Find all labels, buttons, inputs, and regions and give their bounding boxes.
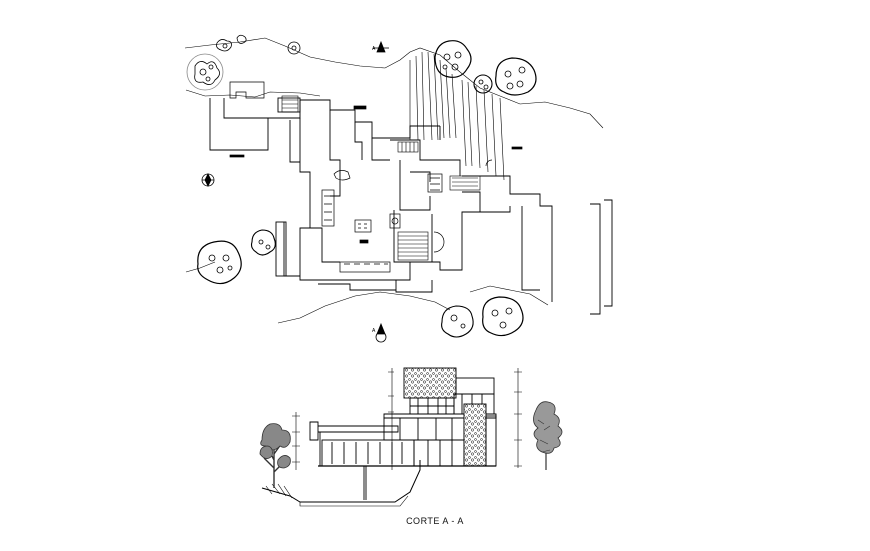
tree-icon	[216, 39, 232, 52]
level-markers	[292, 368, 522, 470]
ground-line	[261, 460, 421, 503]
floor-plan: A A	[184, 34, 613, 343]
terrain-contours	[184, 37, 604, 324]
tree-icon	[473, 74, 493, 94]
section-a-a	[259, 367, 563, 507]
section-marker-label-bottom: A	[372, 328, 376, 334]
tree-icon	[250, 229, 276, 256]
section-marker-label-top: A	[372, 46, 376, 52]
rock-hatch	[265, 483, 293, 499]
tree-icon	[259, 423, 291, 488]
section-caption: CORTE A - A	[406, 516, 464, 526]
plan-walls	[209, 97, 613, 315]
tree-icon	[186, 53, 224, 91]
section-building	[309, 367, 497, 500]
tree-icon	[482, 296, 524, 337]
tree-icon	[287, 41, 301, 55]
north-arrow-icon	[201, 173, 215, 187]
tree-icon	[434, 40, 472, 78]
plan-trees	[186, 34, 537, 338]
tree-icon	[495, 57, 537, 96]
section-marker-icon: A	[372, 322, 387, 343]
tree-icon	[197, 240, 242, 285]
tree-icon	[441, 305, 474, 338]
stair-icon	[281, 51, 505, 261]
section-marker-icon: A	[372, 40, 389, 53]
plan-details	[229, 81, 523, 273]
tree-icon	[236, 34, 247, 44]
tree-icon	[533, 401, 563, 470]
